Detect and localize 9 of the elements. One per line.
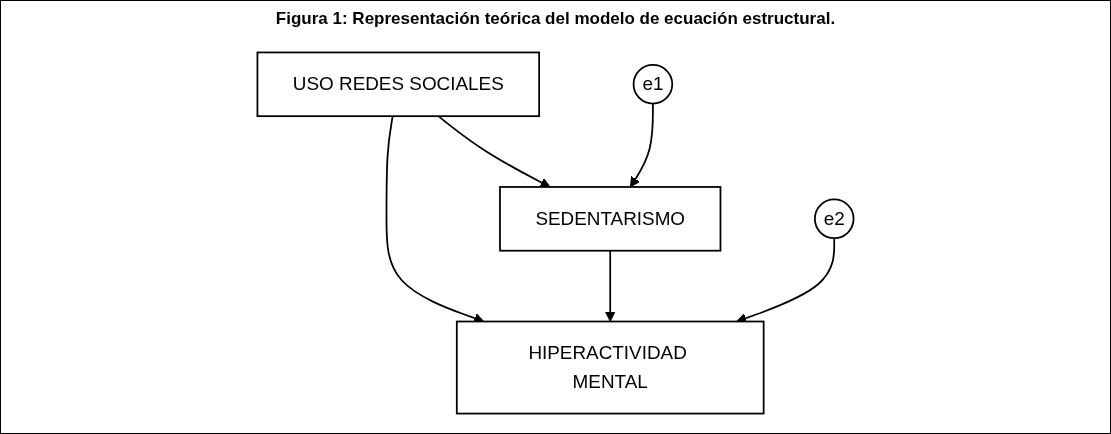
node-box: USO REDES SOCIALES	[256, 51, 541, 118]
arrow	[605, 249, 616, 322]
arrow	[629, 102, 654, 188]
arrow	[437, 115, 551, 188]
node-box: HIPERACTIVIDAD MENTAL	[455, 320, 765, 415]
node-box: SEDENTARISMO	[499, 186, 722, 252]
node-circle: e2	[814, 198, 855, 240]
node-circle: e1	[632, 64, 674, 105]
figure-title: Figura 1: Representación teórica del modelo de ecuación estructural.	[275, 9, 836, 29]
